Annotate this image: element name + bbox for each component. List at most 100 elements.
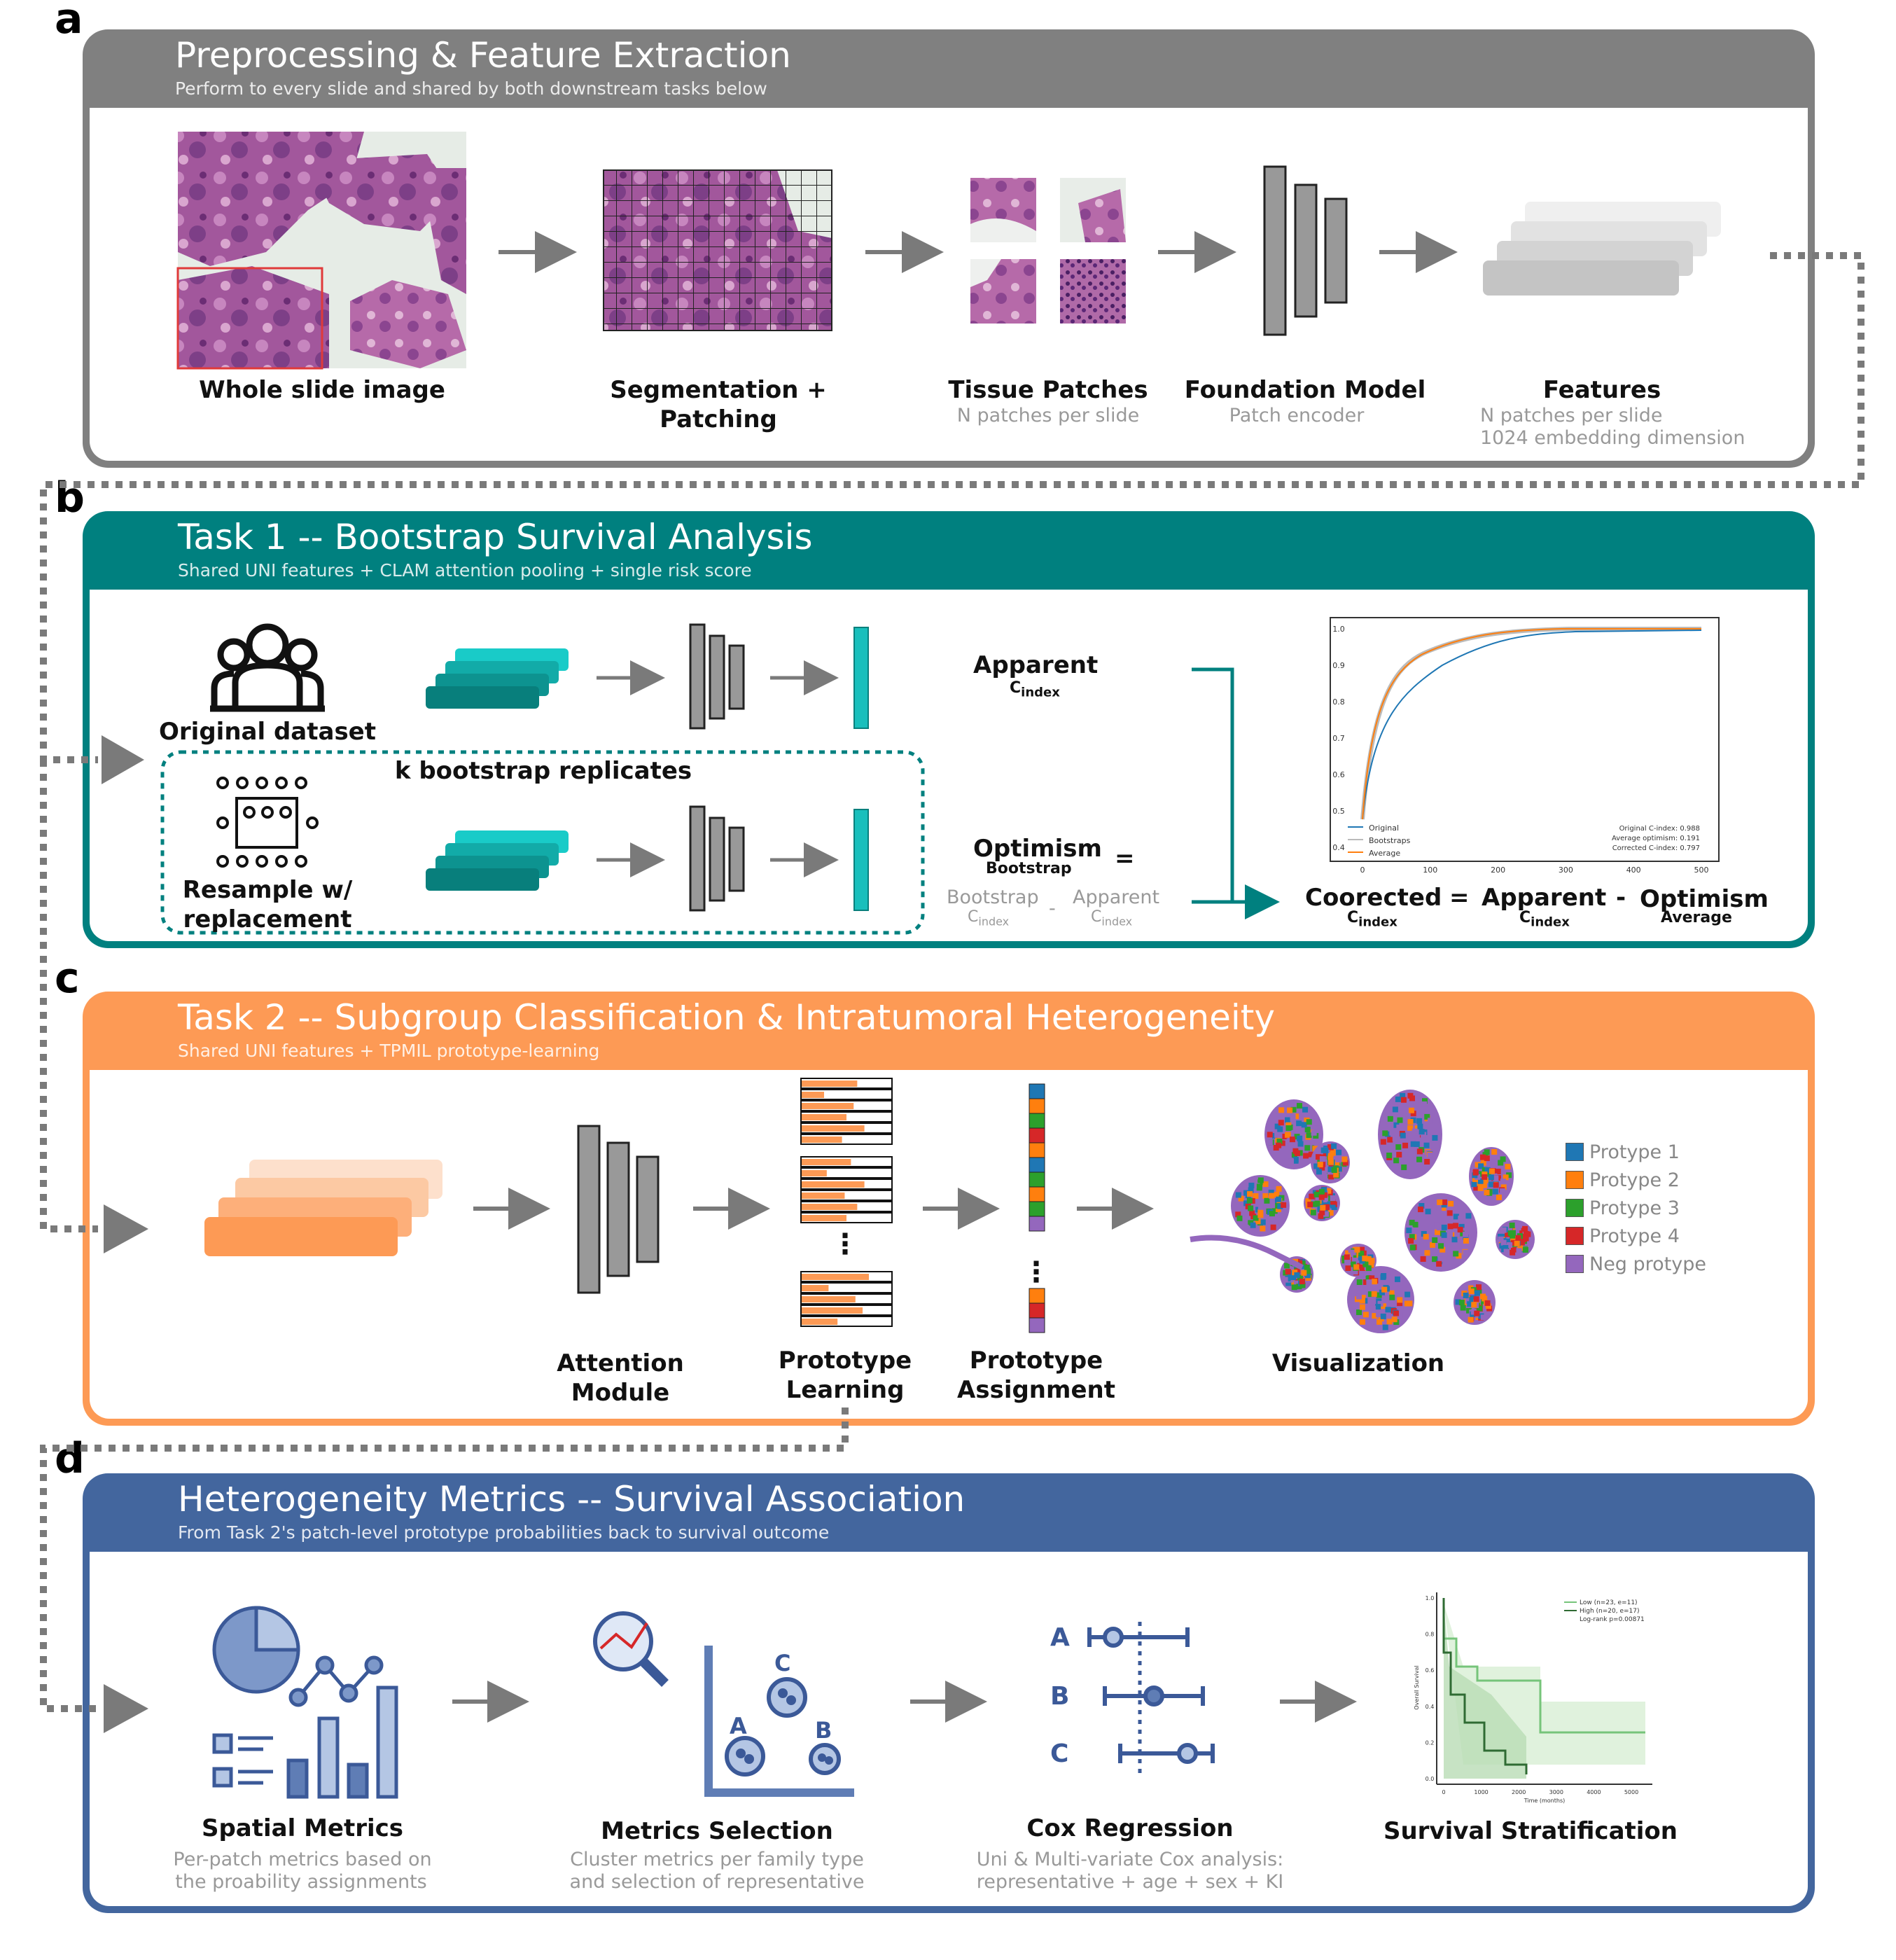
legend-label: Protype 3 xyxy=(1589,1197,1680,1219)
patch-dot xyxy=(1267,1132,1273,1138)
patch-dot xyxy=(1359,1304,1365,1310)
patch-dot xyxy=(1327,1201,1333,1207)
patch-dot xyxy=(1395,1144,1402,1151)
patch-dot xyxy=(1286,1138,1292,1144)
cluster-letters: A B C xyxy=(730,1650,832,1744)
patch-dot xyxy=(1316,1169,1322,1175)
proto-bar-fill xyxy=(802,1114,846,1120)
patch-dot xyxy=(1264,1197,1270,1204)
sub-tissue-patches: N patches per slide xyxy=(956,405,1140,426)
km-legend: Low (n=23, e=11) High (n=20, e=17) Log-r… xyxy=(1564,1599,1645,1623)
patch-dot xyxy=(1474,1290,1480,1296)
patch-dot xyxy=(1285,1117,1291,1123)
crowd-icon xyxy=(216,777,319,868)
panel-letter-d: d xyxy=(55,1434,85,1483)
legend-item-2: Protype 3 xyxy=(1566,1197,1680,1219)
patch-dot xyxy=(1406,1228,1412,1234)
patch-dot xyxy=(1391,1316,1397,1323)
patch-dot xyxy=(1441,1224,1447,1230)
patch-dot xyxy=(1301,1122,1307,1128)
patch-dot xyxy=(1314,1200,1320,1207)
patch-dot xyxy=(1457,1227,1463,1233)
patch-dot xyxy=(1285,1280,1292,1286)
patch-dot xyxy=(1274,1132,1281,1138)
patch-dot xyxy=(1318,1213,1324,1219)
xtick-2: 200 xyxy=(1491,866,1505,875)
patch-dot xyxy=(1458,1223,1465,1230)
corrected-minus: - xyxy=(1616,884,1626,912)
patch-dot xyxy=(1396,1124,1402,1130)
panel-a-header: Preprocessing & Feature Extraction Perfo… xyxy=(83,29,1815,108)
panel-b-title: Task 1 -- Bootstrap Survival Analysis xyxy=(178,517,813,557)
patch-dot xyxy=(1260,1219,1266,1225)
patch-dot xyxy=(1243,1224,1249,1230)
patch-dot xyxy=(1382,1130,1388,1137)
wsi-image xyxy=(176,132,466,370)
patch-dot xyxy=(1410,1141,1416,1147)
patch-dot xyxy=(1272,1219,1278,1225)
xtick-0: 0 xyxy=(1360,866,1365,875)
patch-dot xyxy=(1276,1142,1282,1148)
patch-dot xyxy=(1257,1209,1264,1215)
patch-dot xyxy=(1382,1324,1388,1330)
ytick-2: 0.6 xyxy=(1332,770,1345,779)
patch-dot xyxy=(1503,1244,1509,1251)
patch-dot xyxy=(1353,1252,1359,1258)
patch-dot xyxy=(1306,1132,1312,1139)
patch-dot xyxy=(1409,1095,1416,1101)
tissue-strip xyxy=(1190,1235,1304,1270)
patch-dot xyxy=(1425,1209,1431,1215)
patch-dot xyxy=(1274,1123,1281,1130)
panel-letter-a: a xyxy=(55,0,83,43)
patch-dot xyxy=(1416,1156,1423,1162)
patch-dot xyxy=(1411,1128,1418,1134)
corrected-apparent: Apparent Cindex xyxy=(1482,884,1607,930)
stat-optimism: Average optimism: 0.191 xyxy=(1612,835,1700,842)
patch-dot xyxy=(1336,1149,1342,1155)
km-legend-low: Low (n=23, e=11) xyxy=(1580,1599,1638,1606)
patch-dot xyxy=(1350,1261,1356,1267)
patch-dot xyxy=(1336,1166,1342,1172)
patch-dot xyxy=(1498,1160,1504,1166)
patch-dot xyxy=(1287,1107,1293,1113)
patch-dot xyxy=(1436,1225,1442,1231)
patch-dot xyxy=(1366,1279,1372,1286)
patch-dot xyxy=(1401,1164,1407,1170)
sub-spatial-metrics-1: Per-patch metrics based on xyxy=(173,1849,432,1870)
patch-dot xyxy=(1432,1134,1438,1141)
patch-dot xyxy=(1262,1193,1269,1199)
patch-dot xyxy=(1333,1172,1339,1178)
patch-dot xyxy=(1313,1163,1320,1169)
patch-dot xyxy=(1296,1284,1302,1290)
patch-dot xyxy=(1407,1125,1414,1131)
patch-dot xyxy=(1296,1103,1302,1109)
km-ytick-4: 0.8 xyxy=(1426,1632,1435,1638)
proto-bar-fill xyxy=(802,1092,824,1098)
patch-dot xyxy=(1372,1324,1379,1330)
bootstrap-c-index-term: Bootstrap Cindex xyxy=(947,887,1039,929)
patch-dot xyxy=(1306,1119,1312,1125)
patch-dot xyxy=(1423,1234,1429,1240)
panel-c-subtitle: Shared UNI features + TPMIL prototype-le… xyxy=(178,1041,600,1061)
patch-dot xyxy=(1299,1279,1305,1285)
patch-dot xyxy=(1413,1098,1419,1104)
risk-score-bottom xyxy=(853,809,869,911)
patch-dot xyxy=(1454,1231,1461,1237)
patch-dot xyxy=(1297,1260,1303,1266)
patch-dot xyxy=(1380,1313,1386,1319)
patch-dot xyxy=(1376,1319,1383,1325)
km-xlabel: Time (months) xyxy=(1524,1798,1566,1804)
forest-plot xyxy=(1087,1622,1215,1776)
patch-dot xyxy=(1453,1214,1459,1220)
patch-dot xyxy=(1368,1262,1374,1268)
legend-original: Original xyxy=(1369,823,1399,833)
patch-dot xyxy=(1269,1211,1275,1217)
patch-dot xyxy=(1519,1239,1525,1246)
patch-dot xyxy=(1510,1230,1516,1236)
patch-dot xyxy=(1522,1246,1528,1253)
patch-dot xyxy=(1407,1300,1413,1307)
patch-dot xyxy=(1314,1125,1320,1132)
patch-dot xyxy=(1498,1236,1504,1242)
patch-dot xyxy=(1510,1239,1517,1246)
